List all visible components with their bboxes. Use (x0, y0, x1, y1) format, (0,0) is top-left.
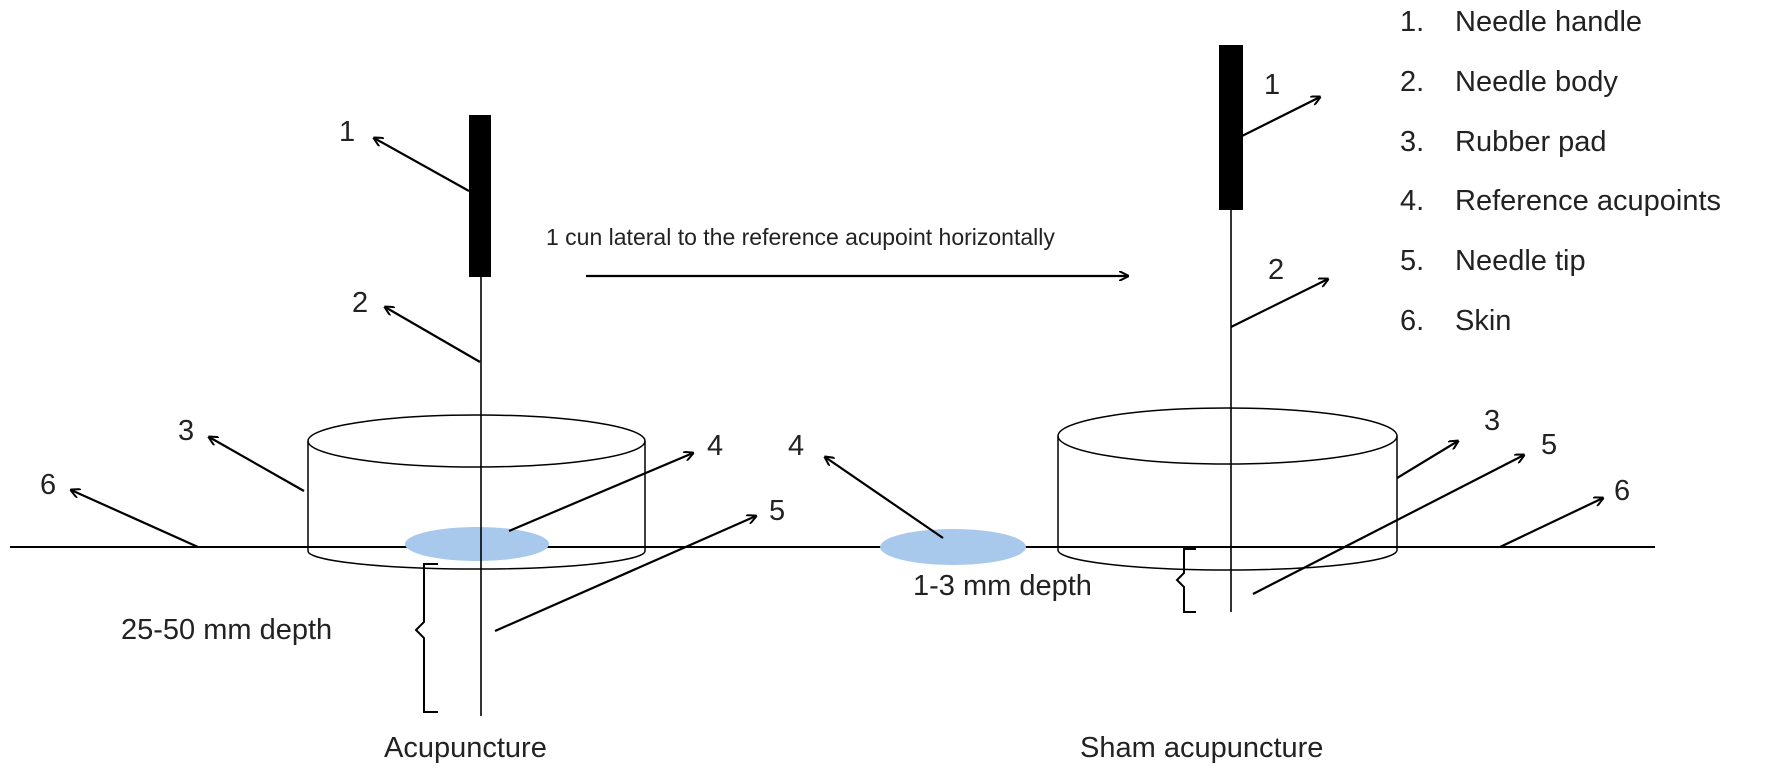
right-callout-5: 5 (1541, 429, 1557, 461)
right-callout-2: 2 (1268, 254, 1284, 286)
left-depth-bracket (414, 563, 438, 713)
legend-item-1-label: Needle handle (1455, 6, 1642, 38)
right-arrow-2 (1230, 279, 1328, 328)
left-callout-4: 4 (707, 430, 723, 462)
left-needle-handle (469, 115, 491, 277)
left-arrow-1 (374, 138, 470, 192)
right-arrow-3 (1396, 441, 1458, 479)
legend-item-6-number: 6. (1400, 305, 1424, 337)
right-arrow-1 (1241, 97, 1320, 137)
left-callout-1: 1 (339, 116, 355, 148)
left-arrow-3 (209, 437, 305, 492)
legend: 1. Needle handle 2. Needle body 3. Rubbe… (1400, 6, 1721, 337)
right-acupoint (880, 529, 1026, 565)
right-arrow-4 (825, 457, 944, 539)
left-arrow-4 (508, 453, 693, 533)
right-callout-6: 6 (1614, 475, 1630, 507)
right-callout-4: 4 (788, 430, 804, 462)
left-arrow-5 (494, 516, 756, 633)
right-needle-handle (1219, 45, 1243, 210)
left-callout-5: 5 (769, 495, 785, 527)
right-depth-bracket (1175, 548, 1196, 613)
left-arrow-6 (71, 490, 199, 549)
legend-item-3-number: 3. (1400, 126, 1424, 158)
left-caption: Acupuncture (384, 732, 547, 764)
right-depth-label: 1-3 mm depth (913, 570, 1092, 602)
right-arrow-6 (1499, 498, 1603, 548)
left-callout-6: 6 (40, 469, 56, 501)
shift-label: 1 cun lateral to the reference acupoint … (546, 224, 1055, 250)
left-callout-3: 3 (178, 415, 194, 447)
left-depth-label: 25-50 mm depth (121, 614, 332, 646)
legend-item-1-number: 1. (1400, 6, 1424, 38)
right-callout-3: 3 (1484, 405, 1500, 437)
left-callout-2: 2 (352, 287, 368, 319)
right-arrow-5 (1252, 455, 1524, 595)
left-acupoint (405, 527, 549, 561)
legend-item-5-label: Needle tip (1455, 245, 1586, 277)
legend-item-6-label: Skin (1455, 305, 1511, 337)
left-panel: 1 2 3 4 5 6 25-50 mm depth Acupuncture (40, 115, 785, 764)
legend-item-5-number: 5. (1400, 245, 1424, 277)
legend-item-4-number: 4. (1400, 185, 1424, 217)
left-rubber-pad (307, 414, 646, 570)
right-callout-1: 1 (1264, 69, 1280, 101)
legend-item-2-label: Needle body (1455, 66, 1618, 98)
right-panel: 1 2 3 4 5 6 1-3 mm depth Sham acupunctur… (788, 45, 1630, 764)
left-arrow-2 (385, 307, 481, 363)
legend-item-4-label: Reference acupoints (1455, 185, 1721, 217)
right-rubber-pad (1057, 407, 1398, 571)
legend-item-2-number: 2. (1400, 66, 1424, 98)
right-caption: Sham acupuncture (1080, 732, 1323, 764)
legend-item-3-label: Rubber pad (1455, 126, 1607, 158)
